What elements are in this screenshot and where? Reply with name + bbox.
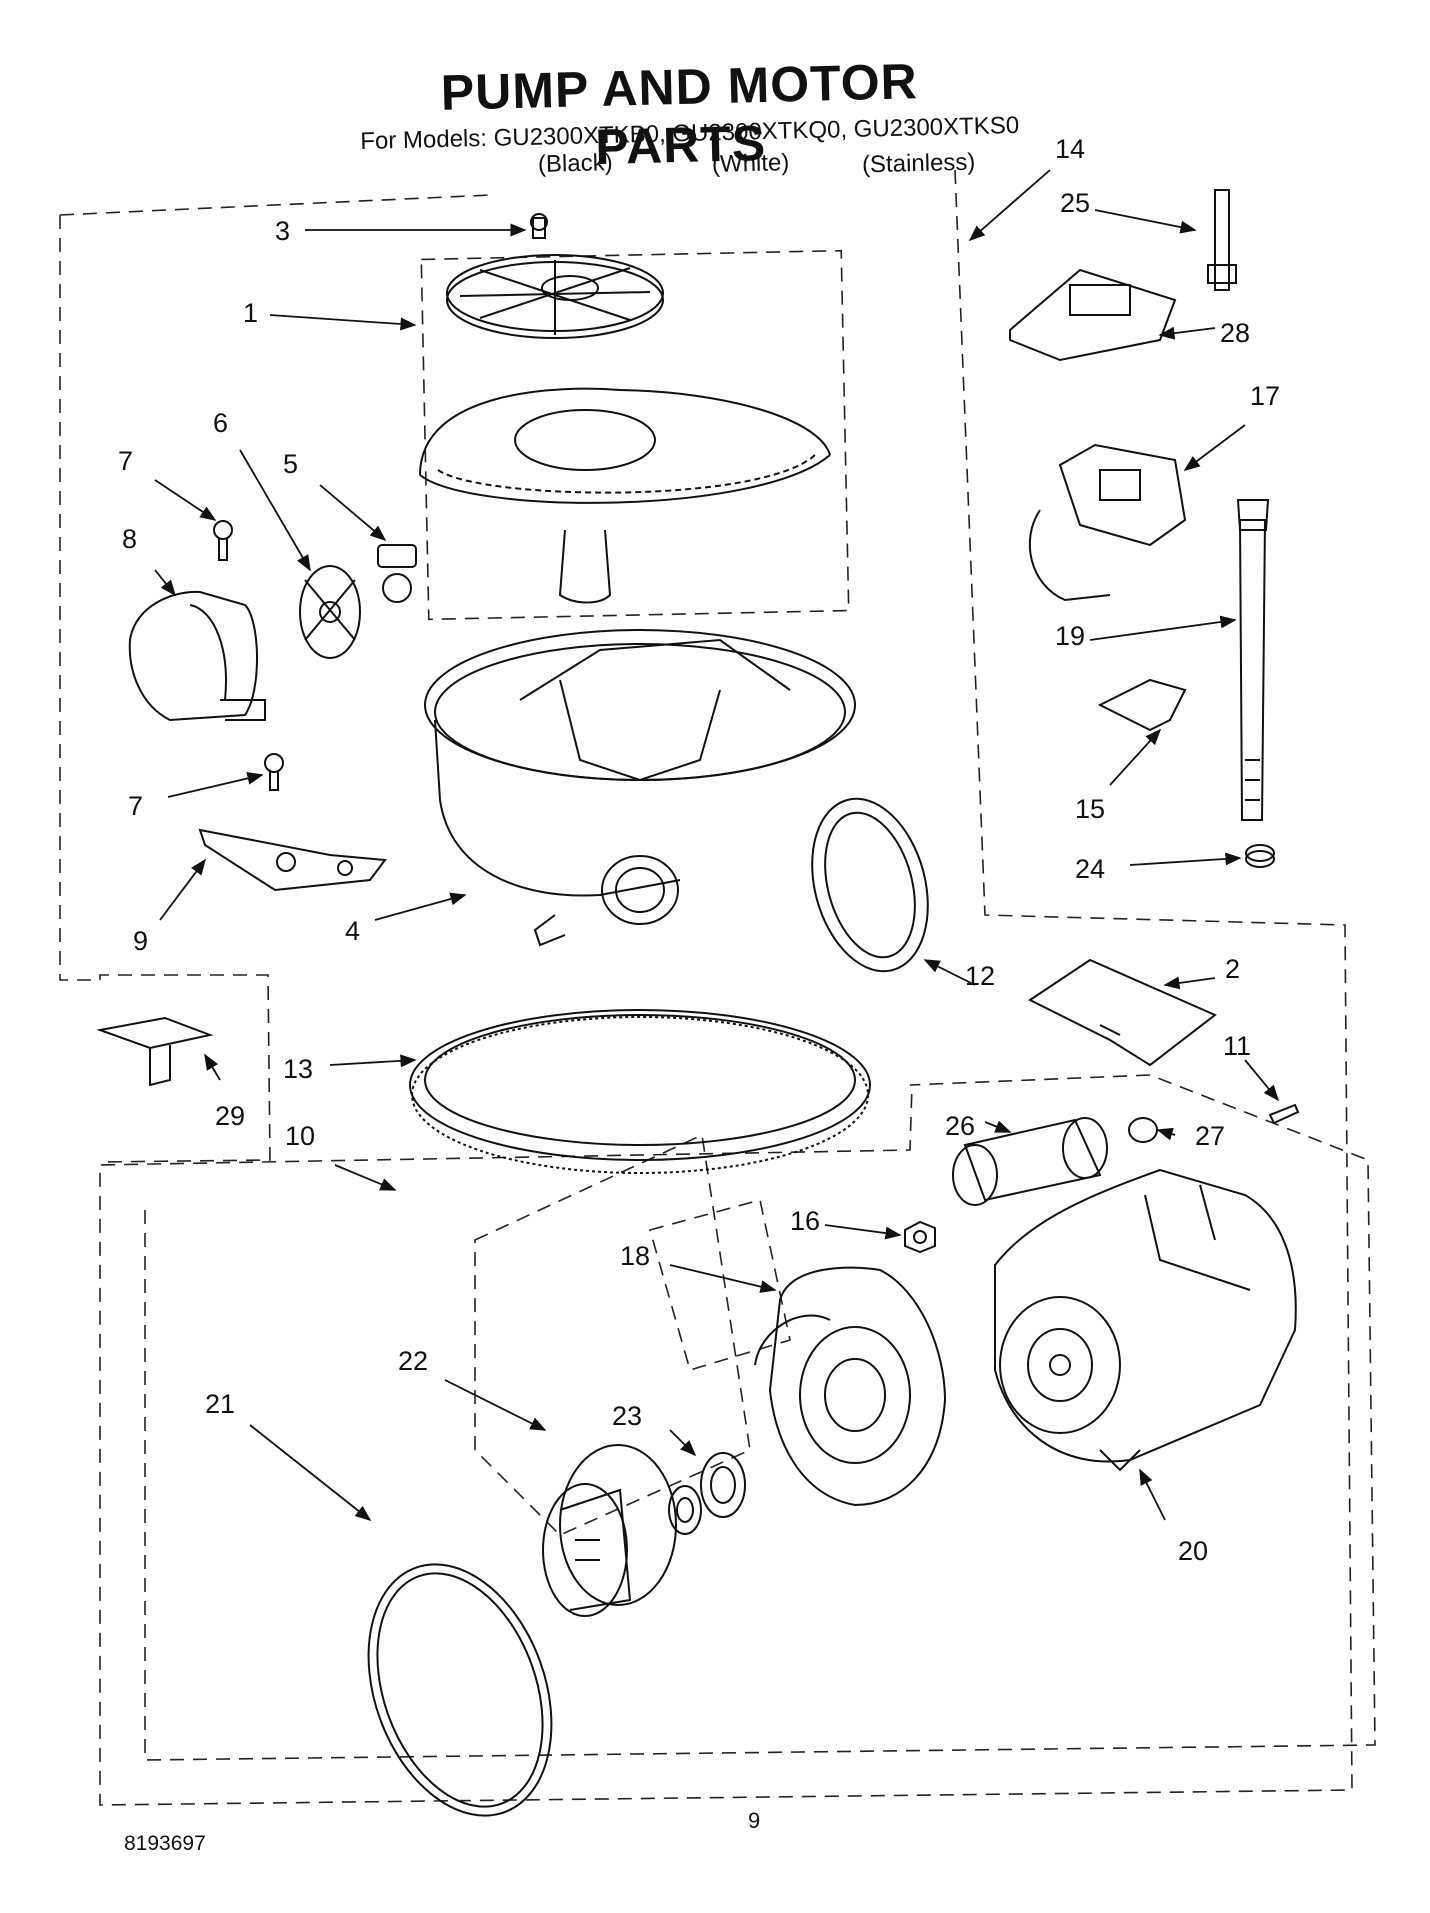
part-7-screw-upper xyxy=(213,520,233,561)
part-16-nut xyxy=(904,1220,936,1254)
callout-26: 26 xyxy=(945,1111,975,1141)
part-17-diverter xyxy=(1028,443,1187,602)
callout-21: 21 xyxy=(205,1389,235,1419)
callout-23: 23 xyxy=(612,1401,642,1431)
callout-28: 28 xyxy=(1220,318,1250,348)
part-12-gasket xyxy=(811,797,929,973)
callout-18: 18 xyxy=(620,1241,650,1271)
part-7-screw-lower xyxy=(264,753,284,791)
parts xyxy=(96,189,1300,1817)
part-4-sump-housing xyxy=(424,629,856,947)
callout-7-lower: 7 xyxy=(128,791,143,821)
callout-20: 20 xyxy=(1178,1536,1208,1566)
callout-13: 13 xyxy=(283,1054,313,1084)
callout-14: 14 xyxy=(1055,134,1085,164)
callout-5: 5 xyxy=(283,449,298,479)
part-3-screw xyxy=(530,213,548,239)
part-20-motor xyxy=(994,1168,1297,1472)
callout-labels: 3 1 6 5 7 8 7 9 4 12 13 29 10 14 25 28 1… xyxy=(118,134,1280,1566)
boundary-seal xyxy=(649,1199,791,1371)
part-26-capacitor xyxy=(952,1117,1108,1206)
callout-3: 3 xyxy=(275,216,290,246)
part-11-screw xyxy=(1268,1103,1300,1125)
page-number: 9 xyxy=(748,1808,761,1833)
part-8-drain-motor xyxy=(128,590,266,722)
callout-16: 16 xyxy=(790,1206,820,1236)
callout-17: 17 xyxy=(1250,381,1280,411)
part-19-hose xyxy=(1236,499,1270,821)
part-1-filter-cover xyxy=(446,254,664,339)
boundary-upper-left xyxy=(59,194,491,1163)
part-22-impeller xyxy=(542,1444,677,1617)
callout-22: 22 xyxy=(398,1346,428,1376)
part-18-pump-housing xyxy=(754,1266,947,1507)
part-6-chopper xyxy=(299,565,361,659)
callout-6: 6 xyxy=(213,408,228,438)
leader-lines xyxy=(154,169,1280,1522)
part-13-seal-ring xyxy=(409,1009,871,1174)
callout-15: 15 xyxy=(1075,794,1105,824)
boundary-motor-inner xyxy=(144,1074,1376,1761)
part-25-valve xyxy=(1207,189,1237,291)
callout-29: 29 xyxy=(215,1101,245,1131)
callout-10: 10 xyxy=(285,1121,315,1151)
part-23-seal xyxy=(668,1452,746,1535)
part-27-washer xyxy=(1128,1117,1158,1143)
callout-4: 4 xyxy=(345,916,360,946)
callout-19: 19 xyxy=(1055,621,1085,651)
callout-24: 24 xyxy=(1075,854,1105,884)
part-24-clamp xyxy=(1245,844,1275,868)
boundary-sump-box xyxy=(420,249,850,621)
document-id: 8193697 xyxy=(124,1832,206,1855)
callout-12: 12 xyxy=(965,961,995,991)
part-2-heat-shield xyxy=(1028,958,1217,1067)
boundary-impeller xyxy=(474,1133,751,1536)
part-15-connector xyxy=(1097,678,1187,732)
callout-7-upper: 7 xyxy=(118,446,133,476)
group-boundaries xyxy=(59,169,1376,1806)
callout-8: 8 xyxy=(122,524,137,554)
part-21-o-ring xyxy=(367,1563,553,1817)
callout-11: 11 xyxy=(1223,1031,1251,1061)
part-29-bracket xyxy=(96,1016,214,1087)
callout-1: 1 xyxy=(243,298,258,328)
callout-9: 9 xyxy=(133,926,148,956)
part-9-shield xyxy=(198,828,387,892)
callout-25: 25 xyxy=(1060,188,1090,218)
boundary-right-lower xyxy=(99,169,1353,1806)
part-28-bracket xyxy=(1009,268,1177,362)
part-1-filter-dome xyxy=(419,387,831,604)
callout-2: 2 xyxy=(1225,954,1240,984)
part-5-clip xyxy=(377,544,417,603)
callout-27: 27 xyxy=(1195,1121,1225,1151)
